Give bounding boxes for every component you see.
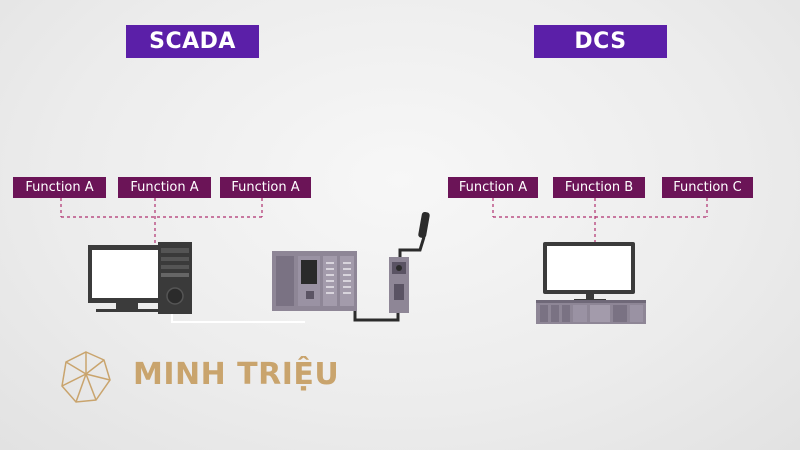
dcs-function-a: Function A [448, 177, 538, 198]
dcs-connector-lines [492, 198, 708, 242]
ethernet-cable [171, 314, 305, 323]
scada-computer [88, 242, 192, 314]
scada-function-3: Function A [220, 177, 311, 198]
dcs-title: DCS [534, 25, 667, 58]
scada-title: SCADA [126, 25, 259, 58]
plc-rack [272, 251, 357, 311]
dcs-function-c: Function C [662, 177, 753, 198]
dcs-monitor [543, 242, 635, 302]
scada-function-1: Function A [13, 177, 106, 198]
crystal-gem-icon [61, 351, 111, 403]
dcs-controller-rack [536, 300, 646, 324]
communication-module [353, 211, 430, 322]
scada-connector-lines [60, 198, 263, 246]
dcs-function-b: Function B [553, 177, 645, 198]
scada-function-2: Function A [118, 177, 211, 198]
logo-text: MINH TRIỆU [133, 357, 340, 392]
